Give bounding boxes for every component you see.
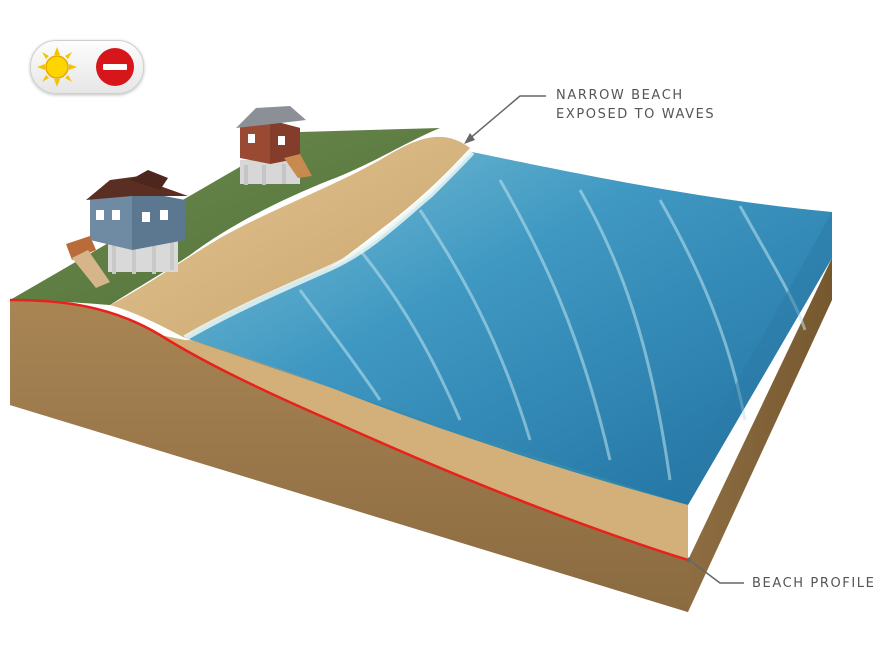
callout-narrow-beach [464, 95, 546, 144]
house-front [66, 170, 188, 288]
beach-profile-line [9, 298, 689, 562]
weather-toggle[interactable] [30, 40, 144, 94]
house-back [236, 106, 312, 185]
sun-icon [37, 47, 77, 87]
sand-shelf [160, 335, 688, 560]
sun-button[interactable] [35, 45, 79, 89]
narrow-beach-label: NARROW BEACH EXPOSED TO WAVES [556, 86, 715, 124]
narrow-beach-label-line2: EXPOSED TO WAVES [556, 107, 716, 122]
callout-beach-profile [686, 557, 744, 584]
water-surface [185, 152, 832, 505]
water-right-face [688, 212, 832, 505]
beach-profile-label: BEACH PROFILE [752, 576, 876, 591]
stop-button[interactable] [93, 45, 137, 89]
water-front-face [185, 338, 688, 505]
minus-circle-icon [96, 48, 134, 86]
soil-right-face [688, 258, 832, 612]
soil-front-lower [10, 300, 688, 612]
sand-beach [110, 136, 470, 338]
narrow-beach-label-line1: NARROW BEACH [556, 88, 684, 103]
surf-foam [183, 150, 475, 341]
